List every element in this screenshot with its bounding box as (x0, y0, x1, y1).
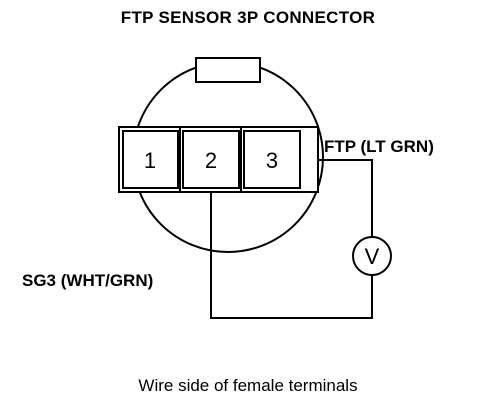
terminal-cavity-1 (122, 130, 179, 189)
diagram-caption: Wire side of female terminals (138, 376, 358, 395)
terminal-cavity-3 (243, 130, 301, 189)
terminal-housing (118, 126, 319, 193)
connector-lock-tab (195, 57, 261, 83)
ftp-wire (318, 159, 373, 237)
voltmeter-label: V (365, 244, 380, 269)
terminal-label-1: 1 (144, 148, 156, 173)
terminal-cavity-2 (182, 130, 240, 189)
terminal-label-2: 2 (205, 148, 217, 173)
diagram-title: FTP SENSOR 3P CONNECTOR (120, 8, 376, 27)
sg3-wire-label: SG3 (WHT/GRN) (22, 271, 153, 290)
sg3-wire (210, 192, 373, 319)
ftp-wire-label: FTP (LT GRN) (324, 137, 434, 156)
terminal-label-3: 3 (266, 148, 278, 173)
